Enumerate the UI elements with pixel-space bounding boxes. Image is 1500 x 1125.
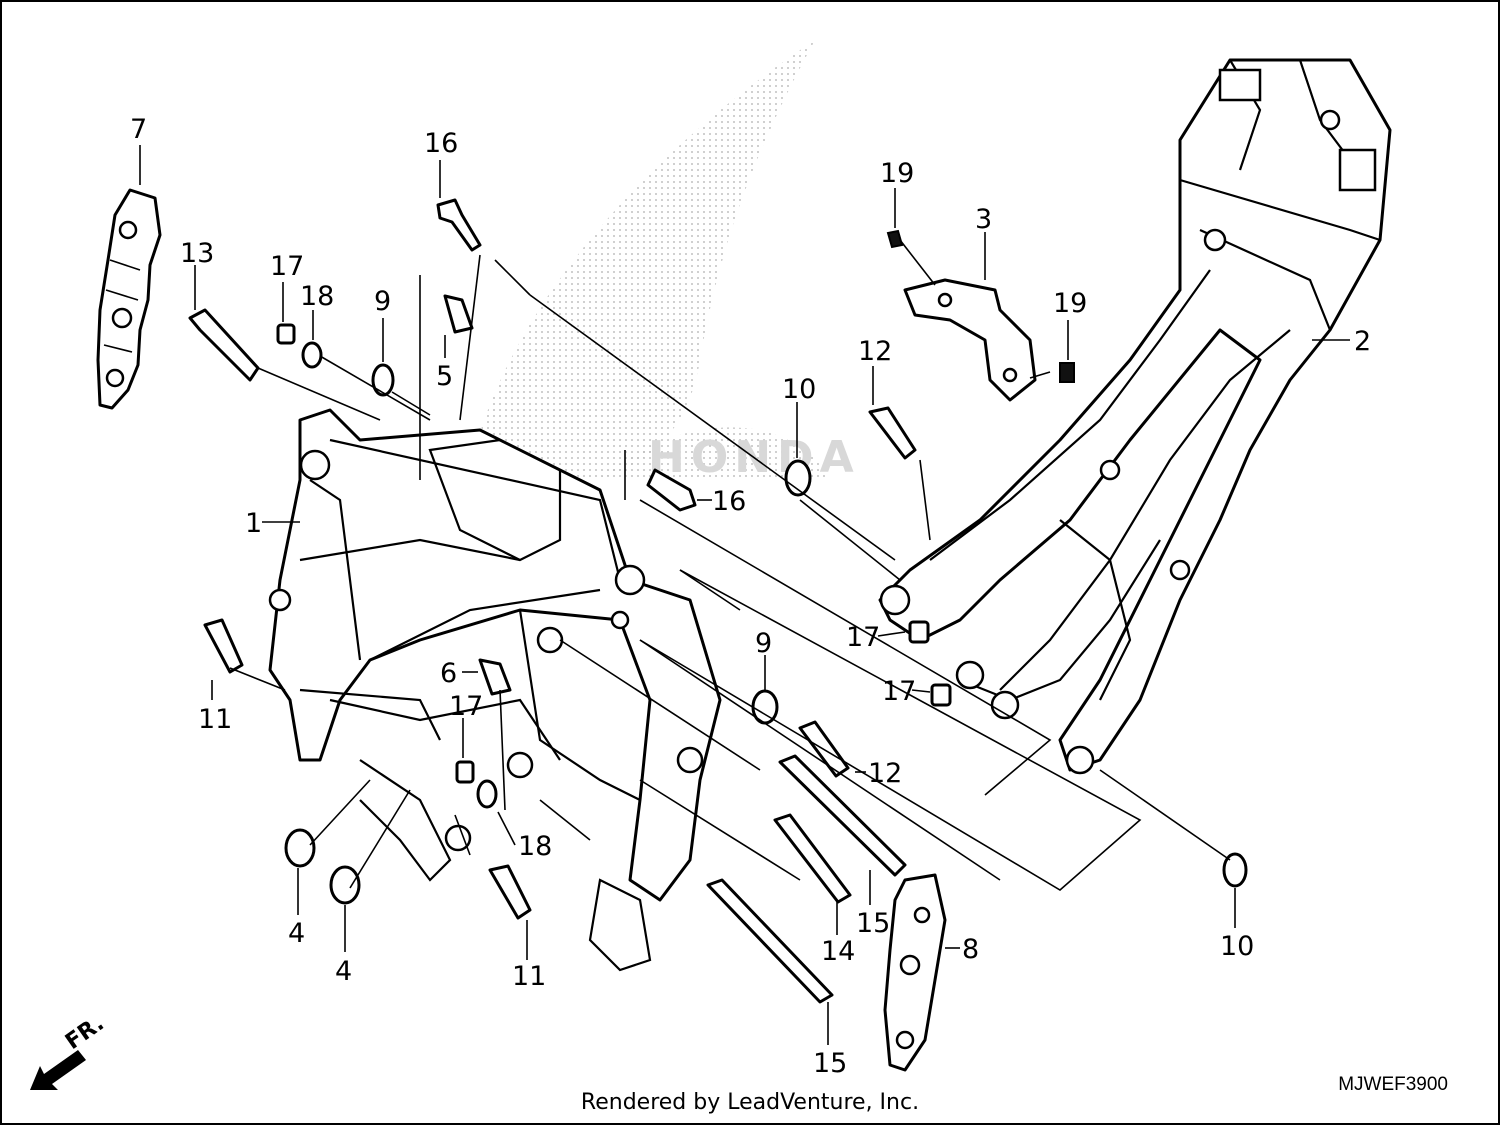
- callout-15: 15: [856, 908, 890, 939]
- callout-14: 14: [821, 936, 855, 967]
- callout-2: 2: [1354, 326, 1371, 357]
- callout-15b: 15: [813, 1048, 847, 1079]
- callout-17d: 17: [882, 676, 916, 707]
- callout-18: 18: [300, 281, 334, 312]
- callout-11: 11: [198, 704, 232, 735]
- callout-17c: 17: [846, 622, 880, 653]
- callout-4b: 4: [335, 956, 352, 987]
- callout-4: 4: [288, 918, 305, 949]
- callout-9b: 9: [755, 628, 772, 659]
- callout-16: 16: [424, 128, 458, 159]
- callout-numbers: 7 13 17 18 9 16 5 19 3 19 12 10 2 1 16 1…: [130, 114, 1371, 1079]
- credit-text: Rendered by LeadVenture, Inc.: [580, 1090, 920, 1115]
- callout-5: 5: [436, 361, 453, 392]
- callout-7: 7: [130, 114, 147, 145]
- callout-10: 10: [782, 374, 816, 405]
- callout-6: 6: [440, 658, 457, 689]
- callout-12: 12: [858, 336, 892, 367]
- leader-lines: [139, 145, 1350, 1045]
- callout-19b: 19: [1053, 288, 1087, 319]
- callout-17: 17: [270, 251, 304, 282]
- bracket-part-8: [883, 873, 947, 1072]
- callout-18b: 18: [518, 831, 552, 862]
- front-direction-label: FR.: [61, 1011, 109, 1055]
- callout-12b: 12: [868, 758, 902, 789]
- hardware-parts: [188, 198, 1248, 1004]
- callout-16b: 16: [712, 486, 746, 517]
- callout-3: 3: [975, 204, 992, 235]
- bracket-part-3: [903, 278, 1037, 402]
- callout-13: 13: [180, 238, 214, 269]
- callout-19: 19: [880, 158, 914, 189]
- diagram-code: MJWEF3900: [1338, 1074, 1448, 1095]
- bracket-part-7: [96, 188, 162, 410]
- wing-logo-watermark: HONDA: [470, 40, 860, 483]
- front-direction-arrow: FR.: [30, 1011, 109, 1090]
- rear-frame-part-2: [878, 58, 1392, 775]
- callout-10b: 10: [1220, 931, 1254, 962]
- main-frame-part-1: [268, 408, 722, 972]
- callout-8: 8: [962, 934, 979, 965]
- callout-1: 1: [245, 508, 262, 539]
- callout-11b: 11: [512, 961, 546, 992]
- callout-9: 9: [374, 286, 391, 317]
- brand-watermark: HONDA: [648, 432, 860, 483]
- callout-17b: 17: [449, 691, 483, 722]
